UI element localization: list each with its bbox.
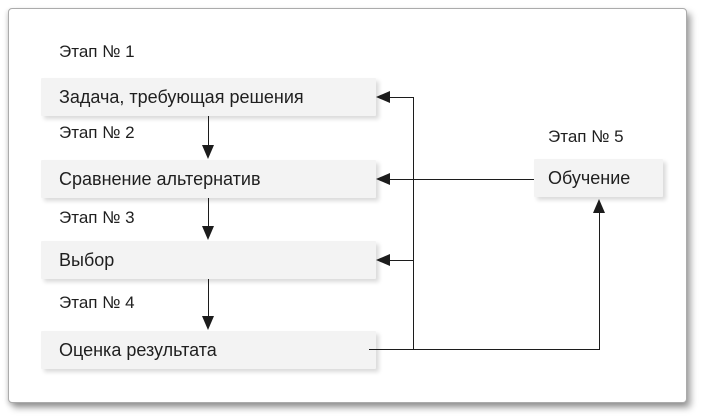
stage-1-label: Этап № 1 — [59, 42, 135, 61]
arrowhead-up-stage5-icon — [593, 199, 605, 213]
stage-2-box: Сравнение альтернатив — [41, 160, 376, 198]
feedback-line-to-stage1 — [390, 97, 414, 98]
bottom-line-from-stage4 — [369, 349, 600, 350]
arrowhead-left-stage2-icon — [376, 173, 390, 185]
stage-1-box: Задача, требующая решения — [41, 78, 376, 116]
stage-3-box-text: Выбор — [59, 249, 115, 270]
diagram-card: Этап № 1 Этап № 2 Этап № 3 Этап № 4 Этап… — [8, 8, 687, 403]
feedback-vertical-trunk-line — [413, 97, 414, 350]
stage-3-label: Этап № 3 — [59, 208, 135, 227]
stage-4-box: Оценка результата — [41, 331, 376, 369]
stage-5-box: Обучение — [534, 159, 663, 197]
stage-4-label: Этап № 4 — [59, 293, 135, 312]
arrow-line-stage2-to-stage3 — [208, 198, 209, 226]
line-stage4-to-stage5 — [599, 213, 600, 350]
arrowhead-down-stage3-icon — [202, 226, 214, 240]
arrow-line-stage1-to-stage2 — [208, 116, 209, 145]
stage-4-box-text: Оценка результата — [59, 339, 217, 360]
arrowhead-down-stage4-icon — [202, 316, 214, 330]
stage-5-box-text: Обучение — [548, 167, 631, 188]
stage-1-box-text: Задача, требующая решения — [59, 86, 304, 107]
stage-5-label: Этап № 5 — [548, 127, 624, 146]
arrowhead-left-stage3-icon — [376, 254, 390, 266]
line-stage5-to-stage2 — [390, 179, 534, 180]
arrow-line-stage3-to-stage4 — [208, 279, 209, 316]
feedback-line-to-stage3 — [390, 260, 414, 261]
stage-3-box: Выбор — [41, 241, 376, 279]
arrowhead-down-stage2-icon — [202, 145, 214, 159]
stage-2-box-text: Сравнение альтернатив — [59, 168, 261, 189]
stage-2-label: Этап № 2 — [59, 123, 135, 142]
arrowhead-left-stage1-icon — [376, 91, 390, 103]
